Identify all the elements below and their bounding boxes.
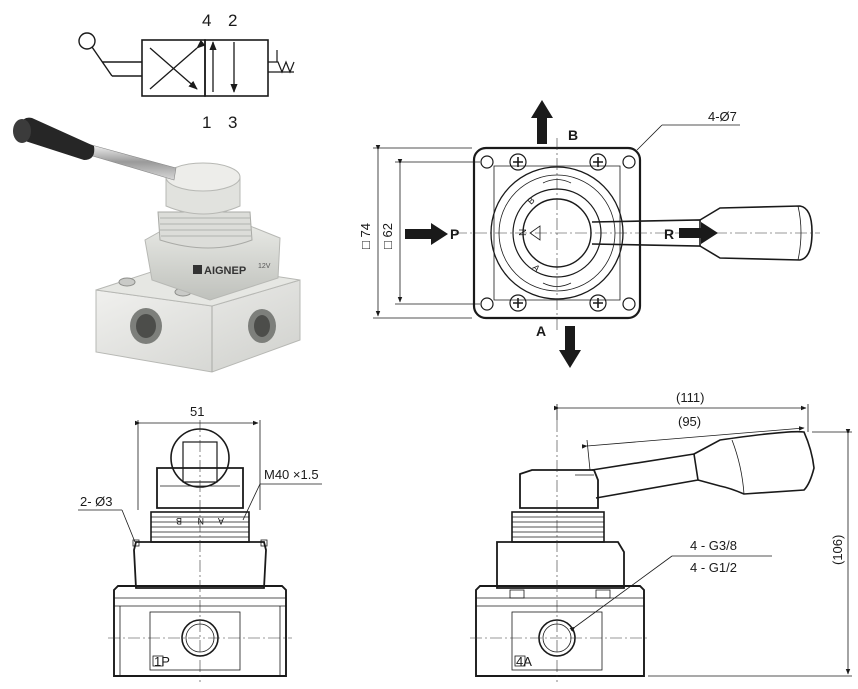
plate-screws (509, 153, 607, 312)
top-dim-inner: □ 62 (380, 223, 395, 249)
top-label-p: P (450, 226, 459, 242)
svg-text:B: B (525, 195, 536, 206)
svg-text:A: A (218, 516, 224, 526)
svg-text:B: B (176, 516, 182, 526)
front-view: B N A 1P 51 M40 ×1.5 2- Ø3 (78, 404, 322, 682)
front-pins: 2- Ø3 (80, 494, 113, 509)
side-port-size-2: 4 - G1/2 (690, 560, 737, 575)
front-width: 51 (190, 404, 204, 419)
symbol-port-4: 4 (202, 11, 211, 30)
side-height: (106) (830, 535, 845, 565)
side-port-label: 4A (516, 654, 532, 669)
side-port-size-1: 4 - G3/8 (690, 538, 737, 553)
side-len-handle: (95) (678, 414, 701, 429)
top-holes-label: 4-Ø7 (708, 109, 737, 124)
svg-text:N: N (518, 229, 529, 236)
symbol-port-2: 2 (228, 11, 237, 30)
top-label-r: R (664, 226, 674, 242)
top-view: N B A B A P R 4- (358, 100, 820, 368)
flow-arrow-p (405, 223, 448, 245)
svg-text:N: N (198, 516, 205, 526)
svg-text:12V: 12V (258, 263, 271, 270)
top-label-b: B (568, 127, 578, 143)
top-dim-outer: □ 74 (358, 223, 373, 249)
photo-brand: AIGNEP (204, 265, 246, 277)
product-photo: AIGNEP 12V (13, 117, 301, 373)
symbol-port-1: 1 (202, 113, 211, 132)
front-thread: M40 ×1.5 (264, 467, 319, 482)
side-len-total: (111) (676, 390, 704, 405)
front-port-label: 1P (154, 654, 170, 669)
flow-arrow-a (559, 326, 581, 368)
flow-arrow-b (531, 100, 553, 144)
side-view: 4A 4 - G3/8 4 - G1/2 (111) (95) (106) (470, 390, 852, 682)
flow-arrow-r (679, 222, 718, 244)
brand-logo-mark (193, 265, 202, 274)
svg-text:A: A (531, 262, 542, 273)
symbol-port-3: 3 (228, 113, 237, 132)
top-label-a: A (536, 323, 546, 339)
valve-symbol: 4 2 1 3 (78, 11, 295, 132)
